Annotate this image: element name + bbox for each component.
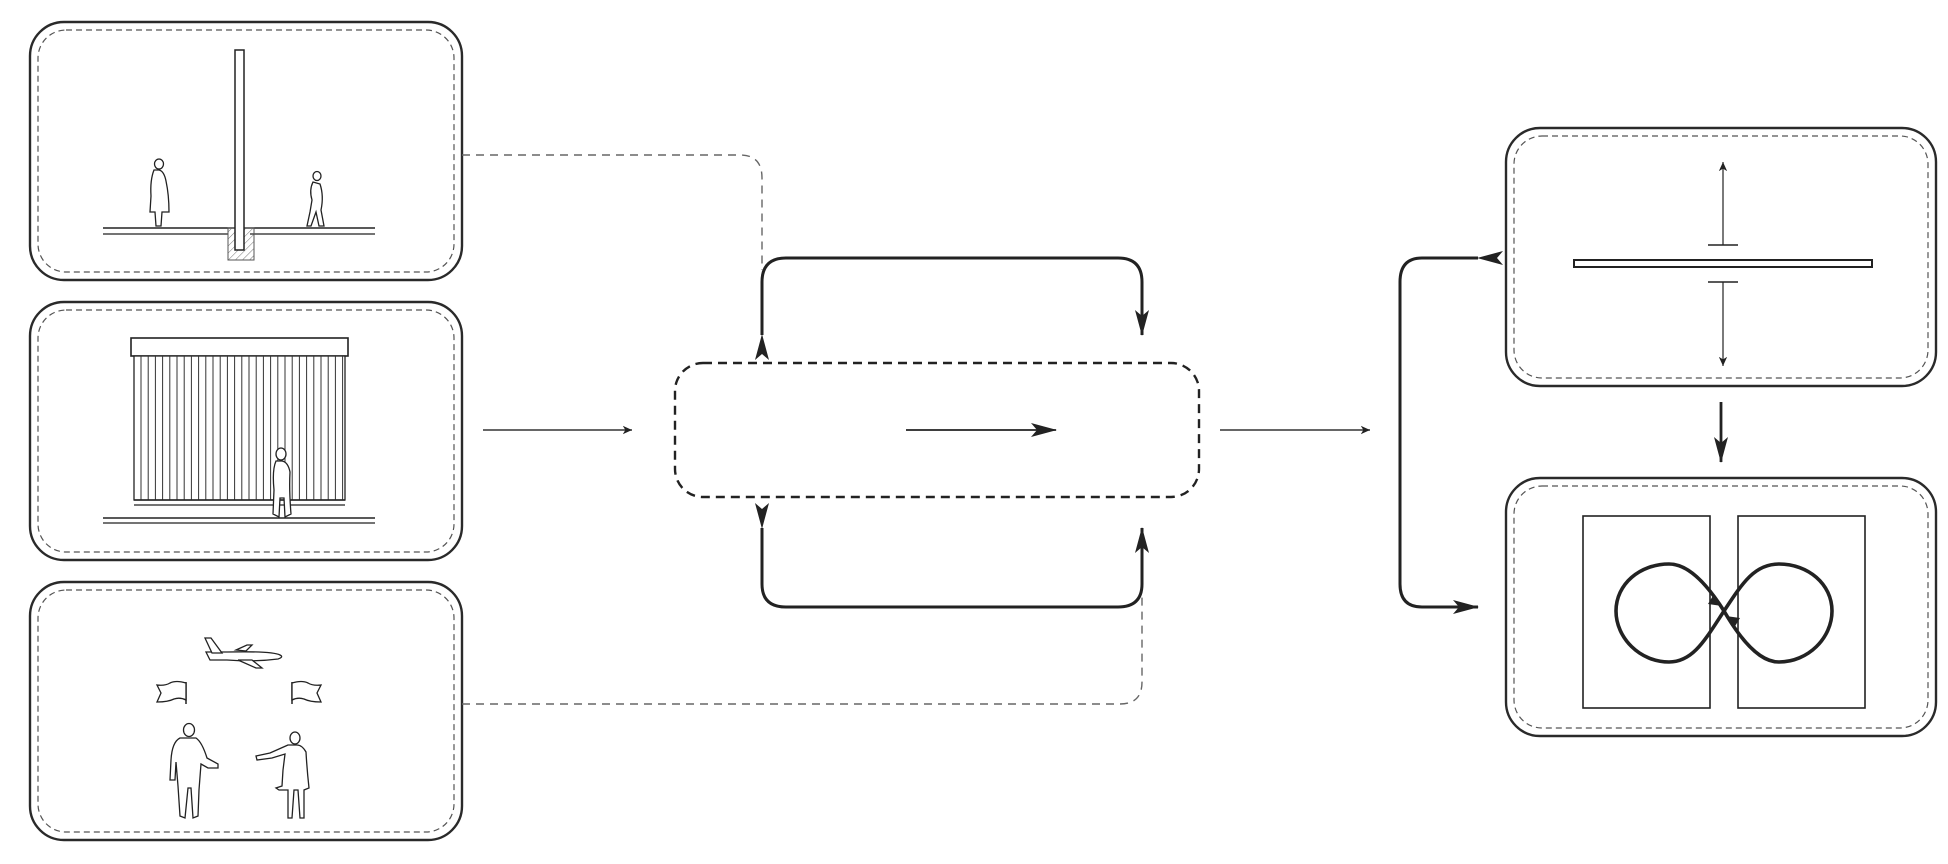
column-section-icon (103, 49, 375, 261)
standing-person-icon (272, 447, 292, 519)
panel-slab (1504, 126, 1938, 388)
feedback-loop-top (755, 256, 1149, 360)
dashed-connector-top (462, 154, 763, 270)
vertical-slat-wall-icon (103, 337, 375, 524)
infinity-loop-icon (1582, 515, 1866, 709)
panel-column (28, 20, 464, 282)
horizontal-slab-icon (1573, 162, 1873, 366)
flag-icon (291, 680, 323, 704)
pointing-person-icon (255, 731, 310, 819)
branch-bracket (1398, 251, 1503, 614)
flag-icon (155, 680, 187, 704)
panel-loop (1504, 476, 1938, 738)
people-flags-airplane-icon (155, 637, 323, 819)
walking-person-icon (306, 170, 325, 227)
feedback-loop-bottom (755, 503, 1149, 609)
dashed-connector-bottom (462, 595, 1143, 705)
airplane-icon (203, 637, 283, 669)
panel-screen-wall (28, 300, 464, 562)
process-box (673, 361, 1201, 499)
standing-person-icon (169, 722, 219, 819)
panel-people-flags (28, 580, 464, 842)
standing-person-icon (149, 158, 170, 227)
